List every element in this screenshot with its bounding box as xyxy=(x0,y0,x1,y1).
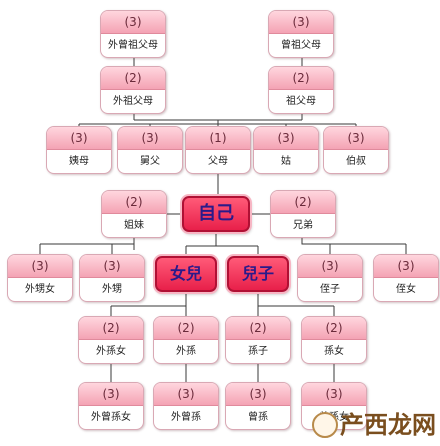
degree-label: (3) xyxy=(8,255,72,278)
node-great-grandparents-maternal: (3) 外曾祖父母 xyxy=(100,10,166,58)
relation-label: 父母 xyxy=(208,156,228,167)
node-sons-granddaughter: (2) 孫女 xyxy=(301,316,367,364)
relation-label: 外甥女 xyxy=(25,284,55,295)
relation-label: 侄子 xyxy=(320,284,340,295)
node-parents: (1) 父母 xyxy=(185,126,251,174)
node-great-granddaughter-maternal: (3) 外曾孫女 xyxy=(78,382,144,430)
degree-label: (2) xyxy=(102,191,166,214)
degree-label: (2) xyxy=(226,317,290,340)
degree-label: (3) xyxy=(79,383,143,406)
degree-label: (2) xyxy=(79,317,143,340)
relation-label: 外孫女 xyxy=(96,346,126,357)
degree-label: (2) xyxy=(302,317,366,340)
degree-label: (3) xyxy=(80,255,144,278)
degree-label: (3) xyxy=(298,255,362,278)
node-great-grandson-maternal: (3) 外曾孫 xyxy=(153,382,219,430)
node-sons-grandson: (2) 孫子 xyxy=(225,316,291,364)
degree-label: (3) xyxy=(118,127,182,150)
relation-label: 曾孫 xyxy=(248,412,268,423)
relation-label: 外曾孫 xyxy=(171,412,201,423)
node-sisters-son: (3) 外甥 xyxy=(79,254,145,302)
node-paternal-uncle: (3) 伯叔 xyxy=(323,126,389,174)
degree-label: (2) xyxy=(271,191,335,214)
watermark: 产西龙网 xyxy=(312,408,440,446)
dragon-logo-icon xyxy=(312,412,338,438)
degree-label: (2) xyxy=(101,67,165,90)
node-sisters-daughter: (3) 外甥女 xyxy=(7,254,73,302)
relation-label: 侄女 xyxy=(396,284,416,295)
relation-label: 伯叔 xyxy=(346,156,366,167)
node-maternal-uncle: (3) 舅父 xyxy=(117,126,183,174)
relation-label: 外祖父母 xyxy=(113,96,153,107)
relation-label: 孫子 xyxy=(248,346,268,357)
degree-label: (3) xyxy=(226,383,290,406)
relation-label: 外孫 xyxy=(176,346,196,357)
node-brothers: (2) 兄弟 xyxy=(270,190,336,238)
degree-label: (3) xyxy=(254,127,318,150)
relation-label: 曾祖父母 xyxy=(281,40,321,51)
node-grandparents-maternal: (2) 外祖父母 xyxy=(100,66,166,114)
degree-label: (3) xyxy=(374,255,438,278)
relation-label: 外甥 xyxy=(102,284,122,295)
degree-label: (3) xyxy=(302,383,366,406)
relation-label: 姐妹 xyxy=(124,220,144,231)
node-great-grandson: (3) 曾孫 xyxy=(225,382,291,430)
degree-label: (3) xyxy=(154,383,218,406)
degree-label: (3) xyxy=(47,127,111,150)
degree-label: (1) xyxy=(186,127,250,150)
relation-label: 孫女 xyxy=(324,346,344,357)
degree-label: (3) xyxy=(324,127,388,150)
node-daughter: 女兒 xyxy=(155,256,217,292)
node-brothers-son: (3) 侄子 xyxy=(297,254,363,302)
relation-label: 祖父母 xyxy=(286,96,316,107)
relation-label: 外曾祖父母 xyxy=(108,40,158,51)
degree-label: (2) xyxy=(269,67,333,90)
node-grandparents-paternal: (2) 祖父母 xyxy=(268,66,334,114)
node-maternal-aunt: (3) 姨母 xyxy=(46,126,112,174)
degree-label: (3) xyxy=(269,11,333,34)
degree-label: (3) xyxy=(101,11,165,34)
relation-label: 外曾孫女 xyxy=(91,412,131,423)
node-brothers-daughter: (3) 侄女 xyxy=(373,254,439,302)
relation-label: 姑 xyxy=(281,156,291,167)
node-sisters: (2) 姐妹 xyxy=(101,190,167,238)
node-self: 自己 xyxy=(182,196,250,232)
node-son: 兒子 xyxy=(227,256,289,292)
relation-label: 舅父 xyxy=(140,156,160,167)
node-great-grandparents-paternal: (3) 曾祖父母 xyxy=(268,10,334,58)
node-paternal-aunt: (3) 姑 xyxy=(253,126,319,174)
watermark-text: 产西龙网 xyxy=(340,410,436,439)
node-daughters-grandson: (2) 外孫 xyxy=(153,316,219,364)
relation-label: 姨母 xyxy=(69,156,89,167)
degree-label: (2) xyxy=(154,317,218,340)
node-daughters-granddaughter: (2) 外孫女 xyxy=(78,316,144,364)
relation-label: 兄弟 xyxy=(293,220,313,231)
